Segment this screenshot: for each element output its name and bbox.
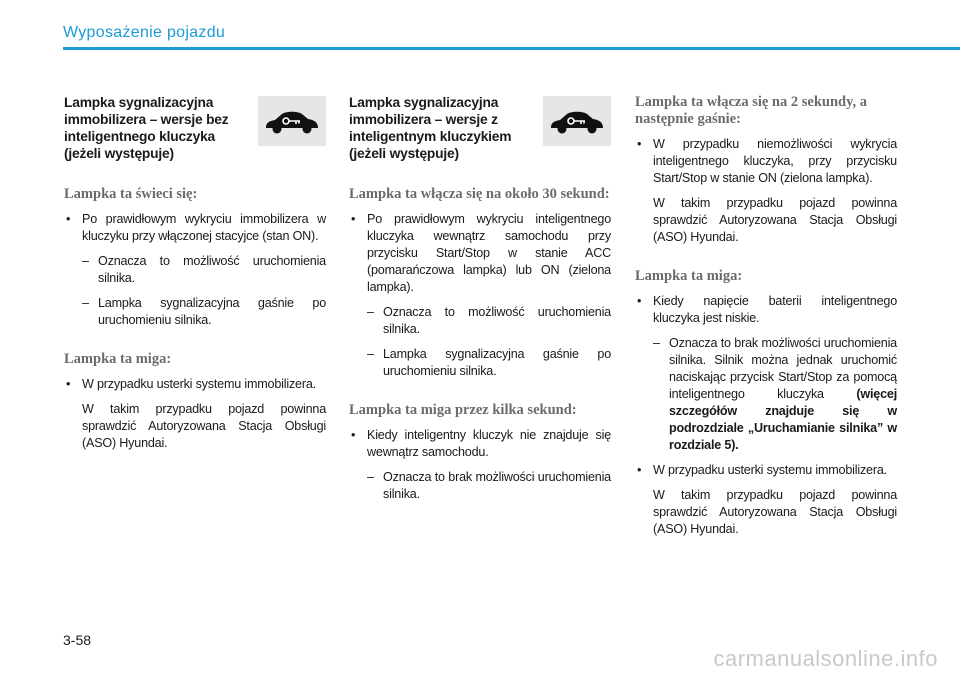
dash-item: Lampka sygnalizacyjna gaśnie po uruchomi…: [64, 295, 326, 329]
paragraph: W takim przypadku pojazd powinna sprawdz…: [653, 196, 897, 244]
watermark: carmanualsonline.info: [713, 646, 938, 671]
block-title-2: Lampka sygnalizacyjna immobilizera – wer…: [349, 95, 512, 161]
title-row-1: Lampka sygnalizacyjna immobilizera – wer…: [64, 94, 326, 164]
title-row-2: Lampka sygnalizacyjna immobilizera – wer…: [349, 94, 611, 164]
cross-reference: (więcej szczegółów znajduje się w podroz…: [669, 387, 897, 452]
bullet-item: Po prawidłowym wykryciu immobilizera w k…: [64, 211, 326, 245]
car-key-icon: [258, 96, 326, 146]
block-title-1: Lampka sygnalizacyjna immobilizera – wer…: [64, 95, 229, 161]
bullet-item: Po prawidłowym wykryciu inteligentnego k…: [349, 211, 611, 296]
section-title: Wyposażenie pojazdu: [63, 24, 226, 41]
dash-item: Lampka sygnalizacyjna gaśnie po uruchomi…: [349, 346, 611, 380]
header-rule: [63, 47, 960, 50]
column-3: Lampka ta włącza się na 2 sekundy, a nas…: [635, 94, 897, 538]
bullet-item: W przypadku niemożliwości wykrycia intel…: [635, 136, 897, 187]
paragraph: W takim przypadku pojazd powinna sprawdz…: [653, 488, 897, 536]
bullet-item: Kiedy napięcie baterii inteligentnego kl…: [635, 293, 897, 327]
dash-item: Oznacza to brak możliwości uruchomienia …: [635, 335, 897, 454]
condition-heading: Lampka ta włącza się na około 30 sekund:: [349, 186, 610, 202]
page-number: 3-58: [63, 632, 92, 648]
bullet-item: W przypadku usterki systemu immobilizera…: [635, 462, 897, 479]
condition-heading: Lampka ta świeci się:: [64, 186, 198, 202]
dash-item: Oznacza to możliwość uruchomienia silnik…: [64, 253, 326, 287]
page-header: Wyposażenie pojazdu: [63, 24, 960, 50]
condition-heading: Lampka ta miga:: [635, 268, 743, 284]
condition-heading: Lampka ta miga przez kilka sekund:: [349, 402, 577, 418]
bullet-item: W przypadku usterki systemu immobilizera…: [64, 376, 326, 393]
paragraph: W takim przypadku pojazd powinna sprawdz…: [82, 402, 326, 450]
column-2: Lampka sygnalizacyjna immobilizera – wer…: [349, 94, 611, 503]
column-1: Lampka sygnalizacyjna immobilizera – wer…: [64, 94, 326, 452]
dash-text: Oznacza to brak możliwości uruchomienia …: [669, 336, 897, 401]
condition-heading: Lampka ta miga:: [64, 351, 172, 367]
condition-heading: Lampka ta włącza się na 2 sekundy, a nas…: [635, 94, 868, 127]
dash-item: Oznacza to możliwość uruchomienia silnik…: [349, 304, 611, 338]
bullet-item: Kiedy inteligentny kluczyk nie znajduje …: [349, 427, 611, 461]
car-key-icon: [543, 96, 611, 146]
dash-item: Oznacza to brak możliwości uruchomienia …: [349, 469, 611, 503]
